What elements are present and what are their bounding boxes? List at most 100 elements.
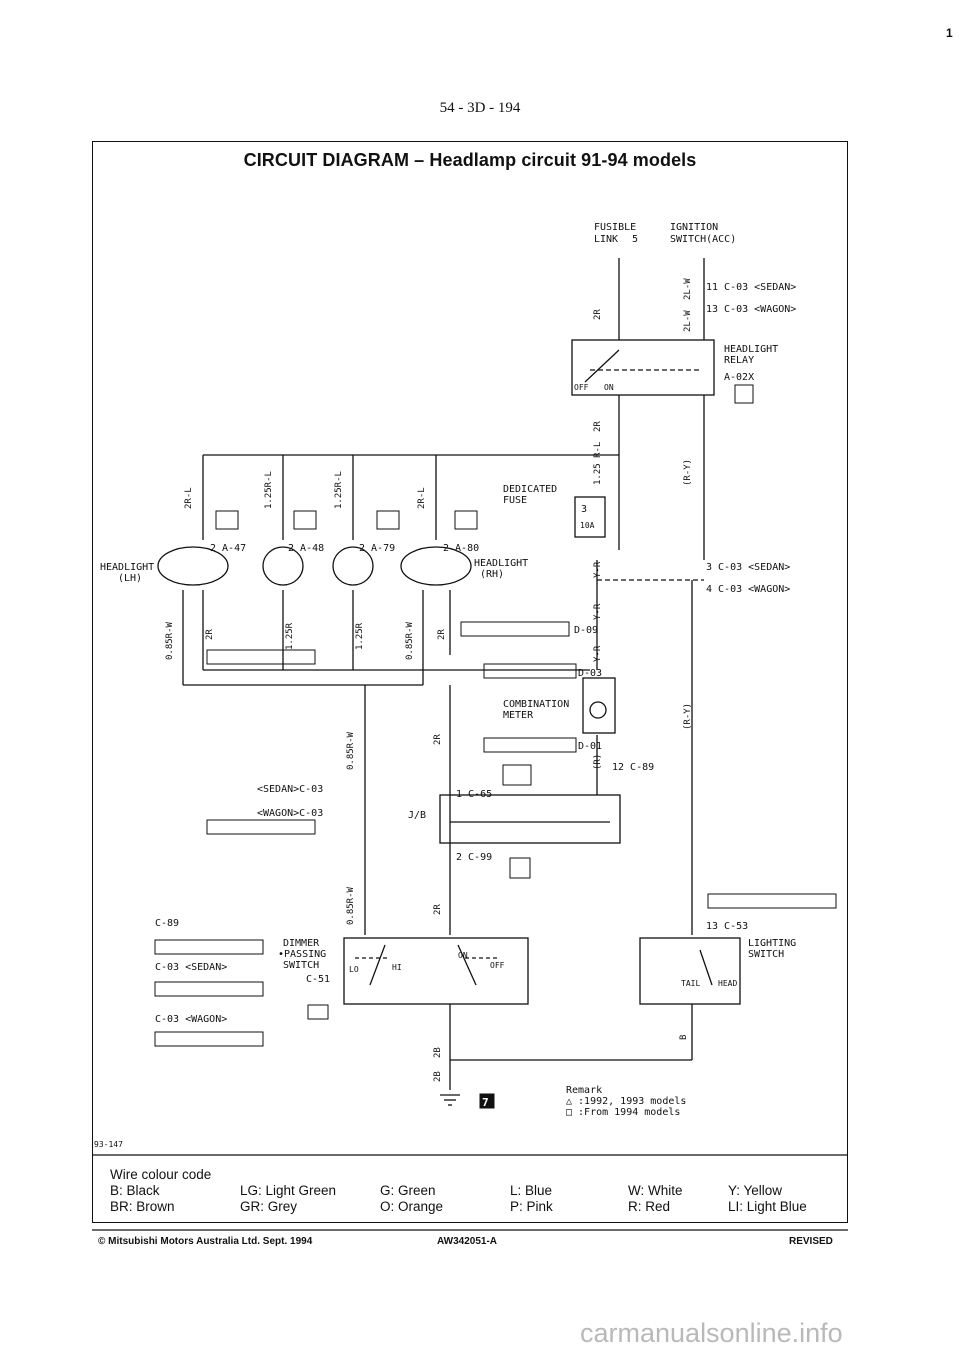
legend-row: BR: Brown GR: Grey O: Orange P: Pink R: … bbox=[110, 1199, 840, 1215]
wire-2r-rh-low: 2R bbox=[437, 629, 447, 640]
conn-d01: D-01 bbox=[578, 741, 602, 752]
legend-cell: LI: Light Blue bbox=[728, 1199, 807, 1214]
legend-row: B: Black LG: Light Green G: Green L: Blu… bbox=[110, 1183, 840, 1199]
ignition-switch-label: IGNITION bbox=[670, 222, 718, 233]
wire-y-r-1: Y-R bbox=[593, 561, 603, 578]
dimmer-switch-label: DIMMER bbox=[283, 938, 320, 949]
legend-cell: R: Red bbox=[628, 1199, 671, 1214]
legend-cell: W: White bbox=[628, 1183, 683, 1198]
wire-085r-w-low: 0.85R-W bbox=[346, 886, 356, 925]
lighting-switch-label-2: SWITCH bbox=[748, 949, 784, 960]
conn-a79: 2 A-79 bbox=[359, 543, 395, 554]
wire-125r-a48-low: 1.25R bbox=[285, 622, 295, 650]
footer-copyright: © Mitsubishi Motors Australia Ltd. Sept.… bbox=[98, 1236, 313, 1247]
diagram-title: CIRCUIT DIAGRAM – Headlamp circuit 91-94… bbox=[243, 150, 697, 170]
conn-a48: 2 A-48 bbox=[288, 543, 324, 554]
wire-r-y-mid: (R-Y) bbox=[683, 703, 693, 730]
corner-mark: 1 bbox=[946, 26, 953, 40]
relay-connector: A-02X bbox=[724, 372, 754, 383]
wire-colour-legend: Wire colour code B: Black LG: Light Gree… bbox=[110, 1167, 840, 1215]
headlight-relay-label: HEADLIGHT bbox=[724, 344, 778, 355]
diagram-id: 93-147 bbox=[94, 1140, 123, 1149]
dimmer-off: OFF bbox=[490, 961, 505, 970]
wire-y-r-3: Y-R bbox=[593, 645, 603, 662]
relay-off: OFF bbox=[574, 383, 589, 392]
conn-a47: 2 A-47 bbox=[210, 543, 246, 554]
legend-cell: GR: Grey bbox=[240, 1199, 298, 1214]
wire-2r-top: 2R bbox=[593, 309, 603, 320]
wire-085r-w-rh: 0.85R-W bbox=[405, 621, 415, 660]
dedicated-fuse-label: DEDICATED bbox=[503, 484, 557, 495]
dedicated-fuse-label-2: FUSE bbox=[503, 495, 527, 506]
conn-c53: 13 C-53 bbox=[706, 921, 748, 932]
legend-title: Wire colour code bbox=[110, 1167, 212, 1182]
legend-cell: L: Blue bbox=[510, 1183, 553, 1198]
wire-2r-low: 2R bbox=[433, 904, 443, 915]
lighting-switch-label: LIGHTING bbox=[748, 938, 796, 949]
wire-2b-2: 2B bbox=[433, 1071, 443, 1082]
legend-cell: P: Pink bbox=[510, 1199, 553, 1214]
headlight-relay-label-2: RELAY bbox=[724, 355, 754, 366]
headlight-rh-label: HEADLIGHT bbox=[474, 558, 528, 569]
fuse-number: 3 bbox=[581, 504, 587, 515]
combination-meter-label: COMBINATION bbox=[503, 699, 569, 710]
fusible-link-label-2: LINK bbox=[594, 234, 618, 245]
conn-d03: D-03 bbox=[578, 668, 602, 679]
ground-mark: 7 bbox=[482, 1096, 489, 1109]
wire-2r-relay-out: 2R bbox=[593, 421, 603, 432]
wire-2r-l-lh: 2R-L bbox=[184, 487, 194, 509]
diagram-frame bbox=[92, 141, 848, 1223]
ignition-switch-label-2: SWITCH(ACC) bbox=[670, 234, 736, 245]
wire-085r-w-mid: 0.85R-W bbox=[346, 731, 356, 770]
conn-c03-wagon-mid: 4 C-03 <WAGON> bbox=[706, 584, 790, 595]
legend-cell: BR: Brown bbox=[110, 1199, 175, 1214]
legend-cell: O: Orange bbox=[380, 1199, 444, 1214]
fuse-amp: 10A bbox=[580, 521, 595, 530]
sedan-c03: <SEDAN>C-03 bbox=[257, 784, 323, 795]
legend-cell: LG: Light Green bbox=[240, 1183, 337, 1198]
remark-line-1: △ :1992, 1993 models bbox=[566, 1096, 686, 1107]
wire-125r-l-a48: 1.25R-L bbox=[264, 471, 274, 509]
dimmer-lo: LO bbox=[349, 965, 359, 974]
wire-125-r-l: 1.25 R-L bbox=[593, 442, 603, 485]
relay-on: ON bbox=[604, 383, 614, 392]
wire-2r-l-rh: 2R-L bbox=[417, 487, 427, 509]
conn-c89-right: 12 C-89 bbox=[612, 762, 654, 773]
wire-2r-lh-low: 2R bbox=[205, 629, 215, 640]
wire-125r-l-a79: 1.25R-L bbox=[334, 471, 344, 509]
conn-d09: D-09 bbox=[574, 625, 598, 636]
lighting-tail: TAIL bbox=[681, 979, 700, 988]
lighting-head: HEAD bbox=[718, 979, 737, 988]
fusible-link-label: FUSIBLE bbox=[594, 222, 636, 233]
wire-r-mid: (R) bbox=[593, 754, 603, 770]
wire-b: B bbox=[679, 1035, 689, 1040]
wire-085r-w-lh: 0.85R-W bbox=[165, 621, 175, 660]
dimmer-on: ON bbox=[458, 951, 468, 960]
legend-cell: B: Black bbox=[110, 1183, 160, 1198]
conn-c03-sedan-mid: 3 C-03 <SEDAN> bbox=[706, 562, 790, 573]
watermark: carmanualsonline.info bbox=[580, 1318, 843, 1348]
wire-2r-mid: 2R bbox=[433, 734, 443, 745]
remark-title: Remark bbox=[566, 1085, 602, 1096]
wire-r-y-top: (R-Y) bbox=[683, 459, 693, 486]
headlight-lh-label-2: (LH) bbox=[118, 573, 142, 584]
fusible-link-number: 5 bbox=[632, 234, 638, 245]
conn-c89-left: C-89 bbox=[155, 918, 179, 929]
footer-revised: REVISED bbox=[789, 1236, 833, 1247]
footer-doc-code: AW342051-A bbox=[437, 1236, 498, 1247]
junction-block: J/B bbox=[408, 810, 426, 821]
remark-line-2: □ :From 1994 models bbox=[566, 1107, 680, 1118]
conn-c03-wagon-top: 13 C-03 <WAGON> bbox=[706, 304, 796, 315]
page-number: 54 - 3D - 194 bbox=[439, 100, 521, 116]
wire-2l-w-1: 2L-W bbox=[683, 278, 693, 300]
wire-y-r-2: Y-R bbox=[593, 603, 603, 620]
wagon-c03: <WAGON>C-03 bbox=[257, 808, 323, 819]
conn-c03-sedan-top: 11 C-03 <SEDAN> bbox=[706, 282, 796, 293]
headlight-lh-label: HEADLIGHT bbox=[100, 562, 154, 573]
wire-2l-w-2: 2L-W bbox=[683, 310, 693, 332]
conn-c03-wagon-left: C-03 <WAGON> bbox=[155, 1014, 227, 1025]
dimmer-switch-label-2: •PASSING bbox=[278, 949, 326, 960]
conn-c99: 2 C-99 bbox=[456, 852, 492, 863]
dimmer-hi: HI bbox=[392, 963, 402, 972]
